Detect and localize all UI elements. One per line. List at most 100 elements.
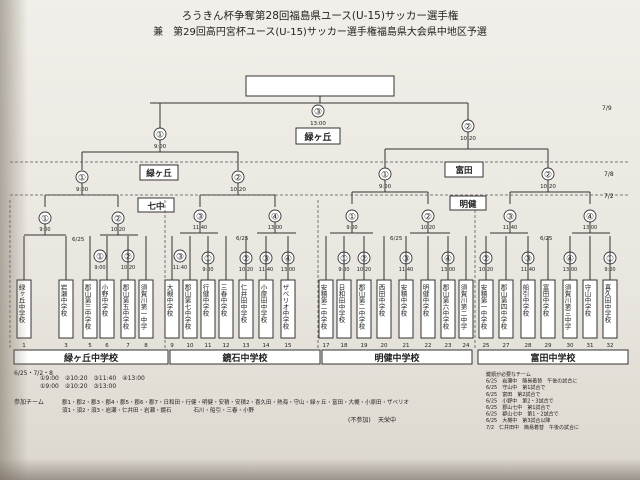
- semi-left-match-number: ①: [156, 131, 164, 141]
- note-6: 6/25 郡山七中 第1試合で: [486, 404, 550, 411]
- team-31-number: 31: [587, 343, 594, 349]
- date-r16-d: 6/25: [540, 236, 553, 242]
- participants-line-2: 須1・須2・須3・岩瀬・仁井田・岩瀬・鏡石 石川・船引・三春・小野: [62, 406, 255, 414]
- note-3: 6/25 守山中 第1試合で: [486, 384, 545, 391]
- team-1-name: 緑ヶ丘中学校: [17, 283, 25, 325]
- team-11-name: 行健中学校: [201, 283, 209, 318]
- r16-5-match-number: ①: [348, 213, 356, 223]
- team-15-number: 15: [285, 343, 292, 349]
- team-20-name: 西田中学校: [377, 284, 385, 318]
- team-29-name: 富田中学校: [541, 283, 549, 318]
- qf-2-match-number: ②: [234, 174, 242, 184]
- venue-2: 鏡石中学校: [221, 352, 268, 364]
- schedule-line-2: ①9:00 ②10:20 ③13:00: [40, 383, 116, 390]
- seed-semi-left: 緑ヶ丘: [146, 168, 172, 179]
- team-10-name: 郡山第七中学校: [183, 284, 191, 331]
- team-32-name: 喜久田中学校: [603, 283, 611, 325]
- final-winner: 緑ヶ丘: [304, 131, 331, 143]
- team-22-name: 明健中学校: [421, 284, 429, 318]
- note-2: 6/25 岩瀬中 簡易着替 午後の試合に: [486, 378, 577, 385]
- team-10-number: 10: [187, 343, 194, 349]
- team-24-number: 24: [463, 343, 470, 349]
- qf-1-match-number: ①: [78, 174, 86, 184]
- seed-qf-mid-left: 七中: [147, 201, 164, 212]
- note-4: 6/25 富田 第2試合で: [486, 391, 540, 398]
- date-r16-c: 6/25: [390, 236, 403, 242]
- absent-label: (不参加): [348, 416, 371, 424]
- team-14-number: 14: [263, 343, 270, 349]
- team-8-number: 8: [144, 343, 148, 349]
- note-1: 鍵順が必要なチーム: [486, 371, 531, 378]
- team-19-name: 郡山第二中学校: [357, 284, 365, 331]
- team-21-name: 安積中学校: [399, 283, 407, 318]
- qf-4-match-number: ②: [544, 171, 552, 181]
- team-17-number: 17: [323, 343, 330, 349]
- team-20-number: 20: [381, 343, 388, 349]
- team-9-number: 9: [170, 343, 174, 349]
- r32-1-time: 9:00: [94, 265, 105, 271]
- venue-4: 富田中学校: [530, 352, 576, 364]
- team-28-name: 船引中学校: [521, 283, 529, 318]
- participants-line-1: 郡1・郡2・郡3・郡4・郡5・郡6・郡7・日和田・行健・明健・安積・安積2・喜久…: [62, 398, 409, 406]
- team-29-number: 29: [545, 343, 552, 349]
- champion-box: [245, 75, 395, 97]
- date-quarter: 7/2: [604, 193, 614, 200]
- date-r16-b: 6/25: [236, 236, 249, 242]
- final-match-number: ③: [314, 108, 322, 118]
- team-18-number: 18: [341, 343, 348, 349]
- team-19-number: 19: [361, 343, 368, 349]
- r32-3-match-number: ③: [176, 253, 184, 263]
- participants-label: 参加チーム: [14, 398, 44, 406]
- seed-qf-mid-right: 明健: [459, 199, 477, 210]
- team-7-name: 郡山第五中学校: [121, 284, 129, 331]
- final-time: 13:00: [310, 121, 326, 127]
- team-13-number: 13: [243, 343, 250, 349]
- r16-7-match-number: ③: [506, 213, 514, 223]
- team-6-number: 6: [105, 343, 109, 349]
- team-30-number: 30: [567, 343, 574, 349]
- team-25-name: 安積第一中学校: [479, 283, 487, 331]
- note-8: 6/25 大槻中 第3試合以降: [486, 417, 550, 424]
- team-11-number: 11: [205, 343, 212, 349]
- seed-semi-right: 富田: [455, 165, 472, 176]
- team-30-name: 須賀川第三中学: [563, 283, 571, 330]
- team-15-name: ザベリオ中学校: [281, 284, 289, 331]
- team-3-number: 3: [64, 343, 68, 349]
- team-25-number: 25: [483, 343, 490, 349]
- team-17-name: 安積第二中学校: [319, 283, 327, 331]
- team-5-number: 5: [88, 343, 92, 349]
- team-32-number: 32: [607, 343, 614, 349]
- team-5-name: 郡山第三中学校: [83, 284, 91, 331]
- team-7-number: 7: [126, 343, 130, 349]
- r16-4-match-number: ④: [271, 213, 279, 223]
- team-24-name: 須賀川第二中学: [459, 283, 467, 330]
- team-22-number: 22: [425, 343, 432, 349]
- team-12-number: 12: [223, 343, 230, 349]
- title-line-1: ろうきん杯争奪第28回福島県ユース(U-15)サッカー選手権: [182, 9, 459, 22]
- team-14-name: 小原田中学校: [259, 283, 267, 325]
- venue-1: 緑ヶ丘中学校: [64, 352, 119, 364]
- team-6-name: 小野中学校: [100, 283, 108, 318]
- date-final: 7/9: [602, 105, 612, 112]
- team-27-name: 郡山第四中学校: [499, 284, 507, 331]
- absent-team: 天栄中: [378, 416, 396, 424]
- team-8-name: 須賀川第一中学: [139, 283, 147, 330]
- schedule-line-1: ①9:00 ②10:20 ③11:40 ④13:00: [40, 375, 145, 382]
- note-7: 6/25 郡山七中 第1・2試合で: [486, 411, 559, 418]
- semi-right-match-number: ②: [464, 123, 472, 133]
- team-23-number: 23: [445, 343, 452, 349]
- qf-3-match-number: ①: [381, 171, 389, 181]
- team-1-number: 1: [22, 343, 26, 349]
- r16-3-match-number: ③: [196, 213, 204, 223]
- note-9: 7/2 仁井田中 簡易着替 午後の試合に: [486, 424, 579, 431]
- r16-1-match-number: ①: [41, 215, 49, 225]
- r32-3-time: 11:40: [173, 265, 187, 271]
- team-27-number: 27: [503, 343, 510, 349]
- r16-2-match-number: ②: [114, 215, 122, 225]
- title-line-2: 兼 第29回高円宮杯ユース(U-15)サッカー選手権福島県大会県中地区予選: [153, 25, 487, 38]
- note-5: 6/25 小野中 第2・3試合で: [486, 397, 554, 404]
- date-semi: 7/8: [604, 171, 614, 178]
- r16-8-match-number: ④: [586, 213, 594, 223]
- team-9-name: 大槻中学校: [165, 283, 173, 318]
